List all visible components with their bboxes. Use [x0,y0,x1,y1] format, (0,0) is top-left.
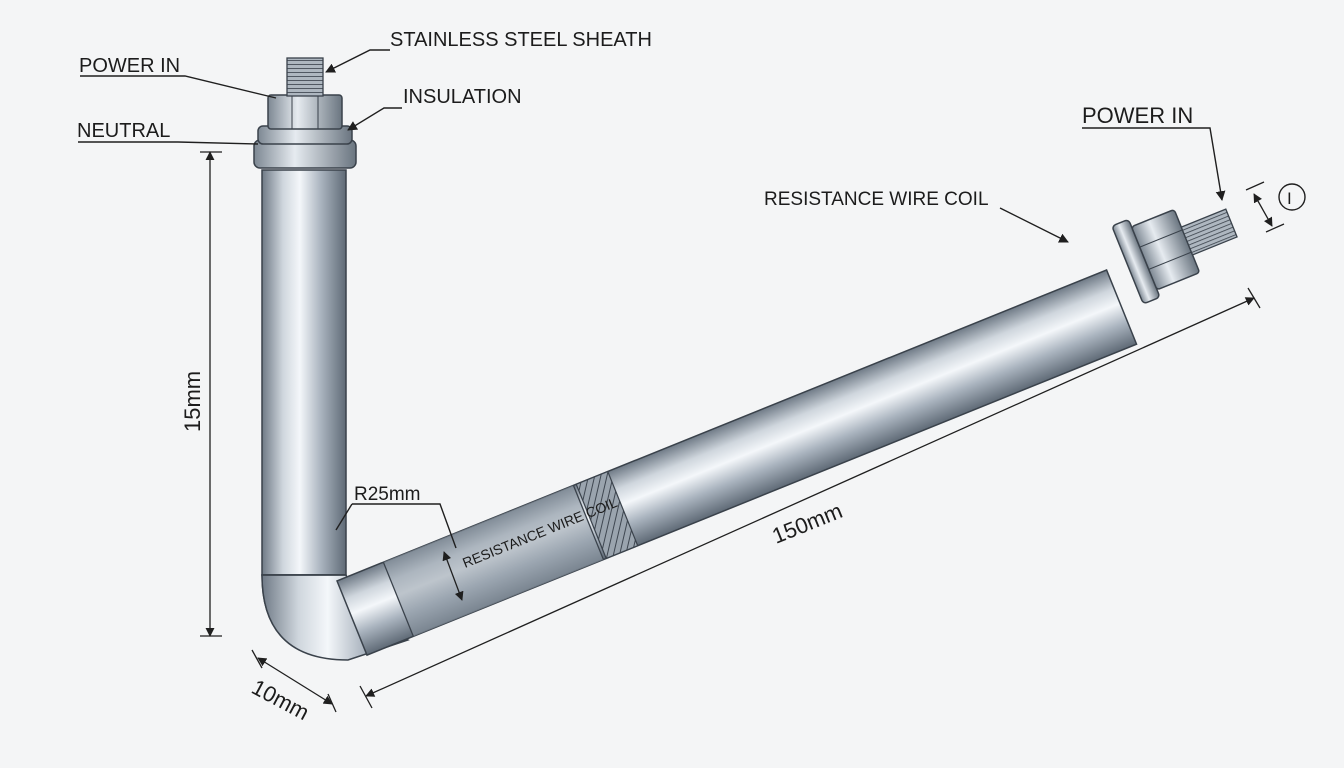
dim-horizontal-length: 150mm [769,498,846,549]
right-end-fitting [1112,208,1238,304]
label-resistance-wire-coil: RESISTANCE WIRE COIL [764,189,989,210]
label-stainless-steel-sheath: STAINLESS STEEL SHEATH [390,29,652,51]
label-neutral: NEUTRAL [77,120,170,142]
dim-vertical-length: 15mm [180,371,205,432]
dim-diameter: 10mm [248,674,314,725]
label-insulation: INSULATION [403,86,522,108]
dim-bend-radius: R25mm [354,484,421,505]
dimension-lines [200,151,1306,713]
top-fitting [253,57,357,169]
diagonal-tube: RESISTANCE WIRE COIL [336,269,1138,657]
vertical-tube [261,169,347,576]
label-power-in-left: POWER IN [79,55,180,77]
terminal-circle-icon [1278,183,1306,211]
terminal-symbol: I [1287,189,1292,208]
label-power-in-right: POWER IN [1082,103,1193,128]
